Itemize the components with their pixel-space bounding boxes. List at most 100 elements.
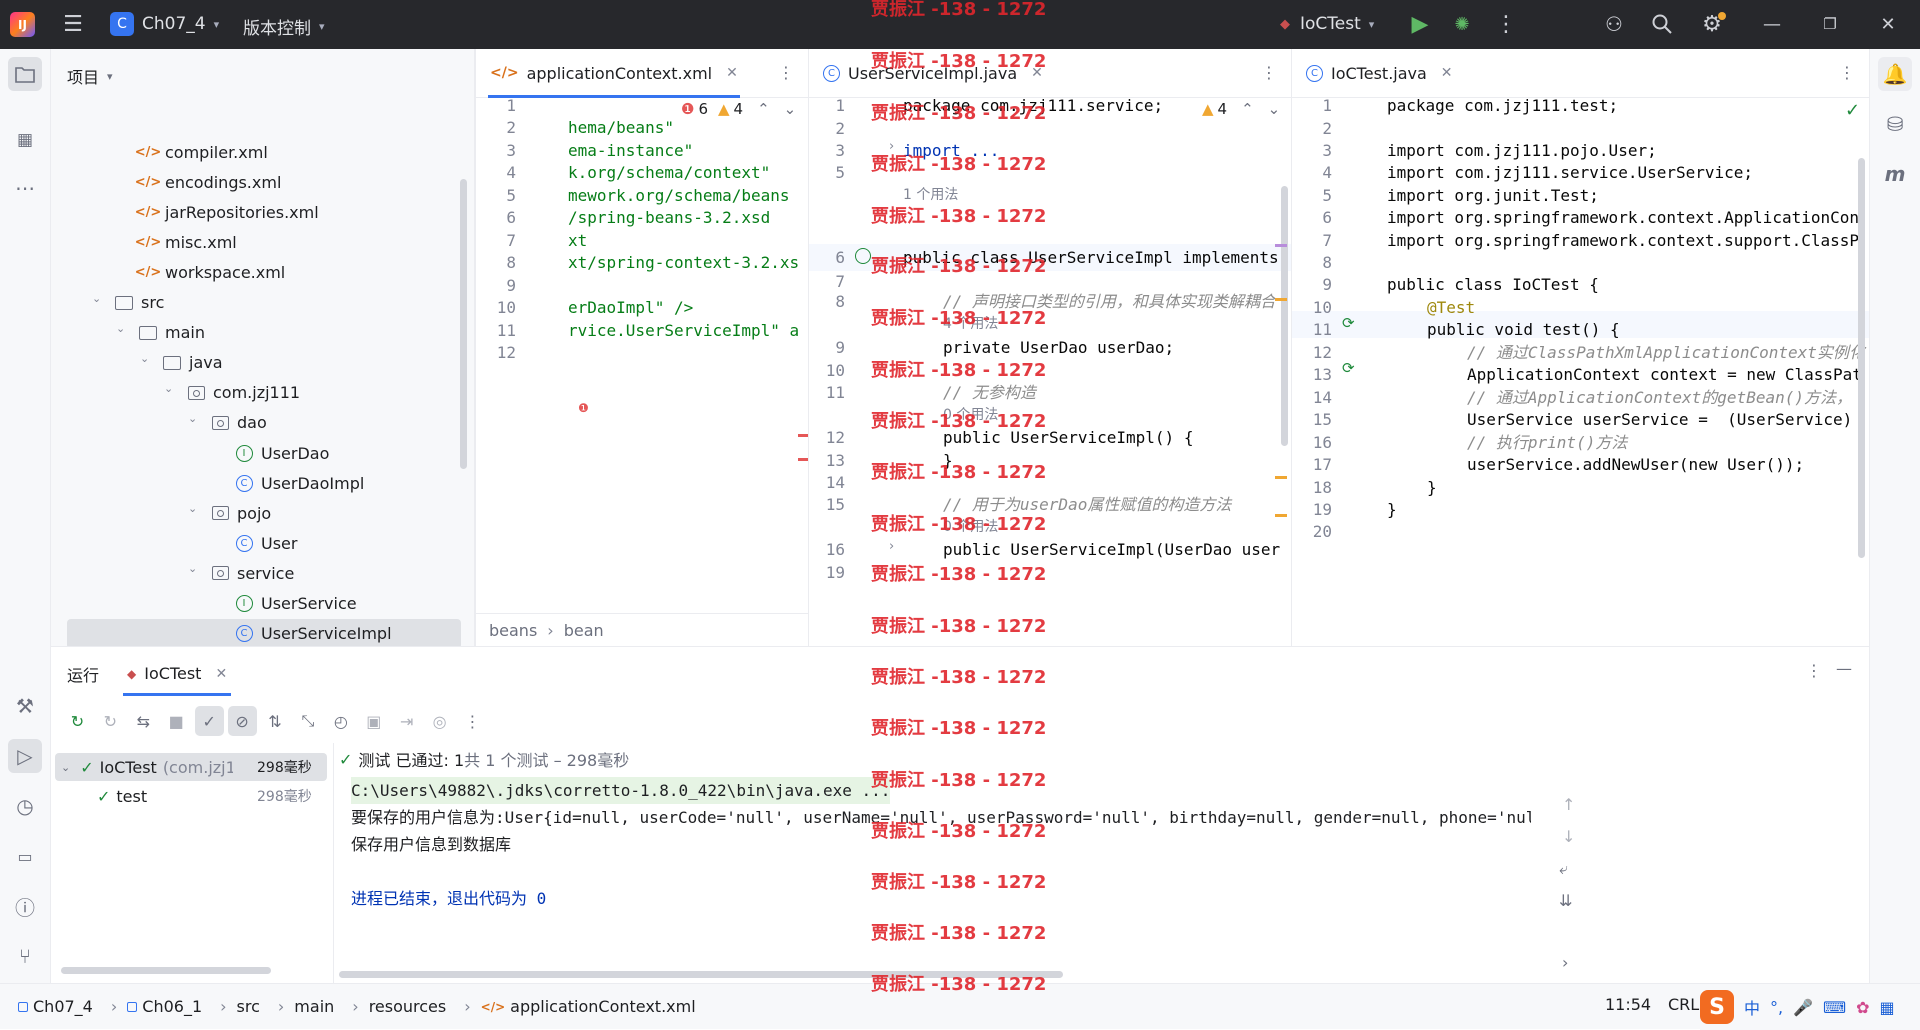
chevron-up-icon[interactable]: ⌃ <box>1241 100 1254 118</box>
minimize-button[interactable]: — <box>1763 13 1781 35</box>
tab-ioc-test-java[interactable]: C IoCTest.java ✕ <box>1292 49 1467 98</box>
fold-chevron-icon[interactable]: › <box>889 539 895 554</box>
chevron-down-icon[interactable]: ⌄ <box>783 100 797 118</box>
scroll-up-icon[interactable]: ↑ <box>1562 795 1576 814</box>
debug-button[interactable]: ✺ <box>1454 13 1470 35</box>
tree-item[interactable]: com.jzj111⌄ <box>164 378 300 408</box>
chevron-down-icon[interactable]: ⌄ <box>188 411 198 425</box>
tree-item[interactable]: java⌄ <box>140 348 223 378</box>
history-icon[interactable]: ◴ <box>333 711 348 731</box>
build-hammer-icon[interactable]: ⚒ <box>16 694 34 718</box>
tree-item[interactable]: src⌄ <box>92 288 164 318</box>
chevron-up-icon[interactable]: ⌃ <box>757 100 770 118</box>
rerun-icon[interactable]: ↻ <box>70 711 85 731</box>
maven-icon[interactable]: m <box>1884 162 1906 186</box>
chevron-down-icon[interactable]: ⌄ <box>92 291 102 305</box>
search-icon[interactable] <box>1648 10 1676 38</box>
terminal-icon[interactable]: ▭ <box>17 846 33 866</box>
vertical-scrollbar[interactable] <box>1281 186 1288 446</box>
run-config-selector[interactable]: ◆ IoCTest ▾ <box>1280 14 1374 34</box>
inspection-widget[interactable]: ▲4 ⌃ ⌄ <box>1202 100 1280 118</box>
toggle-auto-test-icon[interactable]: ⇆ <box>136 711 150 731</box>
tree-item[interactable]: </>misc.xml <box>135 227 237 257</box>
tree-item[interactable]: </>jarRepositories.xml <box>135 197 319 227</box>
run-test-method-icon[interactable]: ⟳ <box>1342 359 1355 377</box>
tree-item[interactable]: </>encodings.xml <box>135 167 282 197</box>
breadcrumb-item[interactable]: resources <box>368 997 447 1016</box>
notifications-bell-icon[interactable]: 🔔 <box>1878 57 1912 91</box>
test-tree-row[interactable]: ⌄ ✓ IoCTest (com.jzj1 298毫秒 <box>55 753 327 781</box>
screenshot-icon[interactable]: ▣ <box>366 711 382 731</box>
rerun-failed-icon[interactable]: ↻ <box>103 711 118 731</box>
chevron-down-icon[interactable]: ⌄ <box>164 381 174 395</box>
vcs-menu[interactable]: 版本控制 ▾ <box>243 14 325 39</box>
database-icon[interactable]: ⛁ <box>1886 112 1904 136</box>
more-actions-icon[interactable]: ⋮ <box>1495 11 1517 37</box>
close-icon[interactable]: ✕ <box>1440 65 1453 81</box>
show-passed-icon[interactable]: ✓ <box>194 706 224 736</box>
chevron-down-icon[interactable]: ⌄ <box>140 351 150 365</box>
problems-icon[interactable]: ⓘ <box>15 895 35 920</box>
tab-user-service-impl-java[interactable]: C UserServiceImpl.java ✕ <box>809 49 1057 98</box>
coverage-icon[interactable]: ◎ <box>432 711 447 731</box>
close-icon[interactable]: ✕ <box>726 65 738 81</box>
breadcrumb-item[interactable]: src <box>236 997 260 1016</box>
close-icon[interactable]: ✕ <box>1031 65 1043 81</box>
breadcrumb-item[interactable]: bean <box>563 620 604 640</box>
run-tool-icon[interactable]: ▷ <box>8 739 42 773</box>
chevron-down-icon[interactable]: ⌄ <box>188 562 198 576</box>
services-icon[interactable]: ◷ <box>16 794 34 818</box>
project-panel-header[interactable]: 项目 ▾ <box>51 49 474 103</box>
chevron-down-icon[interactable]: ⌄ <box>188 502 198 516</box>
more-options-icon[interactable]: ⋮ <box>1806 661 1822 680</box>
breadcrumb-item[interactable]: </>applicationContext.xml <box>480 997 696 1016</box>
settings-gear-icon[interactable]: ⚙ <box>1698 10 1726 38</box>
more-icon[interactable]: ⋮ <box>464 711 481 731</box>
scroll-to-end-icon[interactable]: ⇊ <box>1559 891 1573 910</box>
tree-item[interactable]: </>workspace.xml <box>135 257 286 287</box>
run-tab-ioc-test[interactable]: ◆ IoCTest ✕ <box>123 647 232 700</box>
tree-item[interactable]: service⌄ <box>188 558 294 588</box>
line-separator[interactable]: CRLF <box>1668 995 1709 1014</box>
ime-toolbar[interactable]: S 中 °, 🎤 ⌨ ✿ ▦ <box>1700 984 1920 1030</box>
maximize-button[interactable]: ❐ <box>1823 15 1837 33</box>
breadcrumb-item[interactable]: Ch07_4 <box>18 997 93 1016</box>
project-folder-icon[interactable] <box>8 57 42 91</box>
hide-panel-icon[interactable]: — <box>1836 659 1852 678</box>
close-window-button[interactable]: ✕ <box>1880 13 1896 35</box>
more-options-icon[interactable]: ⋮ <box>1261 63 1277 82</box>
sort-icon[interactable]: ⇅ <box>268 711 282 731</box>
breadcrumb-item[interactable]: main <box>294 997 335 1016</box>
tree-scrollbar[interactable] <box>460 179 467 469</box>
run-button[interactable]: ▶ <box>1411 11 1429 37</box>
close-icon[interactable]: ✕ <box>215 665 228 682</box>
chevron-down-icon[interactable]: ⌄ <box>116 321 126 335</box>
test-tree-row[interactable]: ✓ test 298毫秒 <box>55 782 327 810</box>
vertical-scrollbar[interactable] <box>1858 158 1865 558</box>
soft-wrap-icon[interactable]: ⤶ <box>1559 859 1568 878</box>
code-with-me-icon[interactable]: ⚇ <box>1605 12 1623 36</box>
export-icon[interactable]: ⇥ <box>399 711 414 731</box>
more-options-icon[interactable]: ⋮ <box>778 63 794 82</box>
more-options-icon[interactable]: ⋮ <box>1839 63 1855 82</box>
tree-item[interactable]: </>compiler.xml <box>135 137 268 167</box>
stop-icon[interactable]: ■ <box>168 711 184 731</box>
chevron-down-icon[interactable]: ⌄ <box>1267 100 1281 118</box>
horizontal-scrollbar[interactable] <box>339 971 1063 978</box>
scroll-down-icon[interactable]: ↓ <box>1562 827 1576 846</box>
caret-position[interactable]: 11:54 <box>1605 995 1652 1014</box>
breadcrumb-item[interactable]: Ch06_1 <box>127 997 202 1016</box>
git-icon[interactable]: ⑂ <box>19 944 31 968</box>
console-output[interactable]: C:\Users\49882\.jdks\corretto-1.8.0_422\… <box>335 743 1829 984</box>
structure-icon[interactable]: ▦ <box>16 130 34 150</box>
tab-application-context-xml[interactable]: </> applicationContext.xml ✕ <box>476 49 752 98</box>
more-tools-icon[interactable]: ⋯ <box>15 176 35 200</box>
